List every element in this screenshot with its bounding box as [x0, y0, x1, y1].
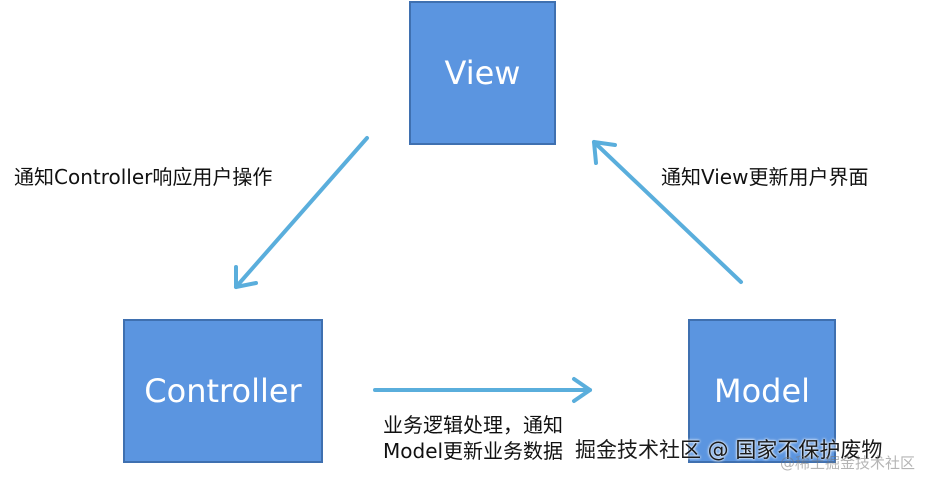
arrow-controller-to-model [373, 377, 592, 403]
arrow-view-to-controller [234, 136, 369, 289]
edge-label-view-to-controller: 通知Controller响应用户操作 [14, 165, 273, 189]
edge-label-controller-to-model-line1: 业务逻辑处理，通知 [383, 413, 563, 437]
edge-label-controller-to-model-line2: Model更新业务数据 [383, 439, 564, 463]
watermark-main: 掘金技术社区 @ 国家不保护废物 [575, 438, 883, 462]
watermark-sub: @稀土掘金技术社区 [780, 454, 916, 472]
view-node-label: View [444, 54, 521, 92]
controller-node: Controller [123, 319, 323, 463]
model-node-label: Model [713, 372, 811, 410]
view-node: View [409, 1, 556, 145]
arrow-model-to-view [592, 140, 743, 284]
controller-node-label: Controller [144, 372, 302, 410]
edge-label-controller-to-model: 业务逻辑处理，通知 Model更新业务数据 [383, 412, 563, 464]
edge-label-model-to-view: 通知View更新用户界面 [661, 165, 869, 189]
model-node: Model [688, 319, 836, 463]
